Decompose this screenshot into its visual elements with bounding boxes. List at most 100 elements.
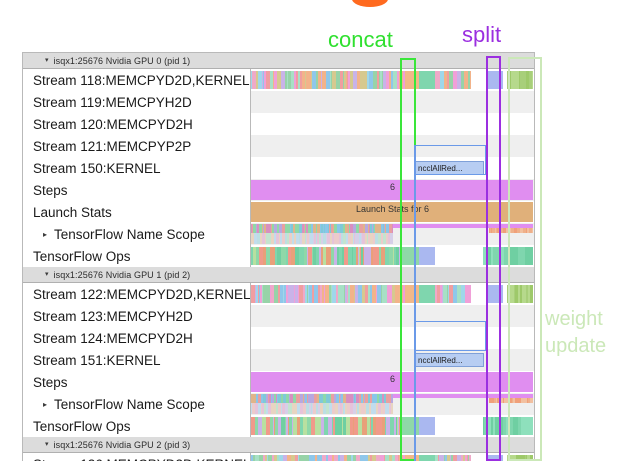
trace-slice bbox=[329, 224, 330, 233]
trace-slice bbox=[463, 455, 465, 461]
expand-triangle-icon[interactable]: ▸ bbox=[43, 229, 48, 239]
trace-slice bbox=[278, 417, 281, 435]
trace-slice bbox=[337, 233, 339, 244]
trace-slice bbox=[503, 228, 504, 233]
trace-slice bbox=[286, 417, 288, 435]
trace-viewer-panel[interactable]: ▾isqx1:25676 Nvidia GPU 0 (pid 1)Stream … bbox=[22, 52, 535, 461]
trace-slice bbox=[339, 247, 342, 265]
trace-row-timeline[interactable]: ncclAllRed... bbox=[251, 157, 534, 179]
trace-slice bbox=[331, 285, 332, 303]
trace-row[interactable]: Stream 126:MEMCPYD2D,KERNEL,MI bbox=[23, 453, 534, 461]
trace-slice bbox=[372, 394, 374, 403]
nccl-allreduce-chip[interactable]: ncclAllRed... bbox=[414, 353, 484, 367]
trace-slice bbox=[385, 285, 387, 303]
trace-slice bbox=[329, 285, 331, 303]
trace-row-timeline[interactable] bbox=[251, 113, 534, 135]
trace-row[interactable]: ▸TensorFlow Name Scope bbox=[23, 393, 534, 415]
trace-row[interactable]: ▸TensorFlow Name Scope bbox=[23, 223, 534, 245]
trace-slice bbox=[440, 71, 444, 89]
steps-bar-label: 6 bbox=[389, 182, 395, 192]
collapse-triangle-icon[interactable]: ▾ bbox=[45, 441, 49, 448]
trace-row-timeline[interactable] bbox=[251, 283, 534, 305]
trace-slice bbox=[263, 394, 266, 403]
trace-slice bbox=[286, 285, 288, 303]
trace-row[interactable]: Stream 123:MEMCPYH2D bbox=[23, 305, 534, 327]
trace-row-timeline[interactable]: 6 bbox=[251, 179, 534, 201]
trace-slice bbox=[380, 455, 384, 461]
trace-row-timeline[interactable]: Launch Stats for 6 bbox=[251, 201, 534, 223]
trace-row-timeline[interactable] bbox=[251, 305, 534, 327]
trace-slice bbox=[283, 233, 285, 244]
trace-slice bbox=[271, 224, 272, 233]
trace-slice bbox=[386, 224, 389, 233]
nccl-allreduce-chip[interactable]: ncclAllRed... bbox=[414, 161, 484, 175]
trace-group-header[interactable]: ▾isqx1:25676 Nvidia GPU 1 (pid 2) bbox=[23, 267, 534, 283]
trace-row-label-text: Stream 124:MEMCPYD2H bbox=[33, 330, 193, 346]
trace-slice bbox=[370, 285, 372, 303]
trace-row[interactable]: Stream 121:MEMCPYP2P bbox=[23, 135, 534, 157]
trace-row-timeline[interactable] bbox=[251, 91, 534, 113]
trace-slice bbox=[289, 394, 290, 403]
trace-slice bbox=[451, 455, 453, 461]
trace-row[interactable]: Stream 124:MEMCPYD2H bbox=[23, 327, 534, 349]
trace-row[interactable]: Stream 122:MEMCPYD2D,KERNEL,MI bbox=[23, 283, 534, 305]
trace-row-timeline[interactable] bbox=[251, 245, 534, 267]
trace-slice bbox=[386, 71, 389, 89]
trace-slice bbox=[348, 71, 350, 89]
trace-slice bbox=[321, 417, 324, 435]
trace-slice bbox=[491, 247, 493, 265]
trace-row-timeline[interactable]: 6 bbox=[251, 371, 534, 393]
trace-row[interactable]: Stream 118:MEMCPYD2D,KERNEL,ME bbox=[23, 69, 534, 91]
trace-row[interactable]: TensorFlow Ops bbox=[23, 245, 534, 267]
trace-row-timeline[interactable] bbox=[251, 327, 534, 349]
trace-slice bbox=[283, 394, 286, 403]
trace-row-timeline[interactable] bbox=[251, 223, 534, 245]
trace-row-timeline[interactable] bbox=[251, 393, 534, 415]
trace-slice bbox=[285, 403, 288, 414]
trace-slice bbox=[358, 417, 362, 435]
trace-row-timeline[interactable] bbox=[251, 69, 534, 91]
expand-triangle-icon[interactable]: ▸ bbox=[43, 399, 48, 409]
trace-slice bbox=[493, 247, 497, 265]
trace-group-header[interactable]: ▾isqx1:25676 Nvidia GPU 0 (pid 1) bbox=[23, 53, 534, 69]
trace-slice bbox=[306, 403, 309, 414]
trace-slice bbox=[276, 233, 279, 244]
trace-slice bbox=[513, 455, 516, 461]
trace-slice bbox=[301, 417, 303, 435]
trace-slice bbox=[524, 285, 526, 303]
trace-group-header[interactable]: ▾isqx1:25676 Nvidia GPU 2 (pid 3) bbox=[23, 437, 534, 453]
trace-row-timeline[interactable]: ncclAllRed... bbox=[251, 349, 534, 371]
collapse-triangle-icon[interactable]: ▾ bbox=[45, 271, 49, 278]
trace-row-timeline[interactable] bbox=[251, 135, 534, 157]
trace-slice bbox=[353, 71, 357, 89]
trace-slice bbox=[279, 233, 280, 244]
trace-slice bbox=[369, 403, 371, 414]
trace-slice bbox=[342, 247, 344, 265]
trace-row-timeline[interactable] bbox=[251, 415, 534, 437]
trace-rows-container[interactable]: ▾isqx1:25676 Nvidia GPU 0 (pid 1)Stream … bbox=[23, 53, 534, 461]
trace-slice bbox=[289, 233, 291, 244]
trace-slice bbox=[393, 71, 397, 89]
trace-slice bbox=[288, 403, 290, 414]
trace-row[interactable]: TensorFlow Ops bbox=[23, 415, 534, 437]
trace-slice bbox=[448, 285, 449, 303]
trace-slice bbox=[317, 394, 319, 403]
trace-row[interactable]: Stream 119:MEMCPYH2D bbox=[23, 91, 534, 113]
trace-row[interactable]: Stream 120:MEMCPYD2H bbox=[23, 113, 534, 135]
trace-slice bbox=[360, 455, 364, 461]
trace-slice bbox=[359, 224, 361, 233]
trace-block bbox=[403, 455, 405, 461]
trace-slice bbox=[513, 398, 515, 403]
trace-slice bbox=[376, 403, 378, 414]
trace-slice bbox=[307, 394, 308, 403]
trace-slice bbox=[332, 455, 334, 461]
trace-row-timeline[interactable] bbox=[251, 453, 534, 461]
collapse-triangle-icon[interactable]: ▾ bbox=[45, 57, 49, 64]
trace-slice bbox=[274, 233, 276, 244]
trace-slice bbox=[320, 285, 322, 303]
